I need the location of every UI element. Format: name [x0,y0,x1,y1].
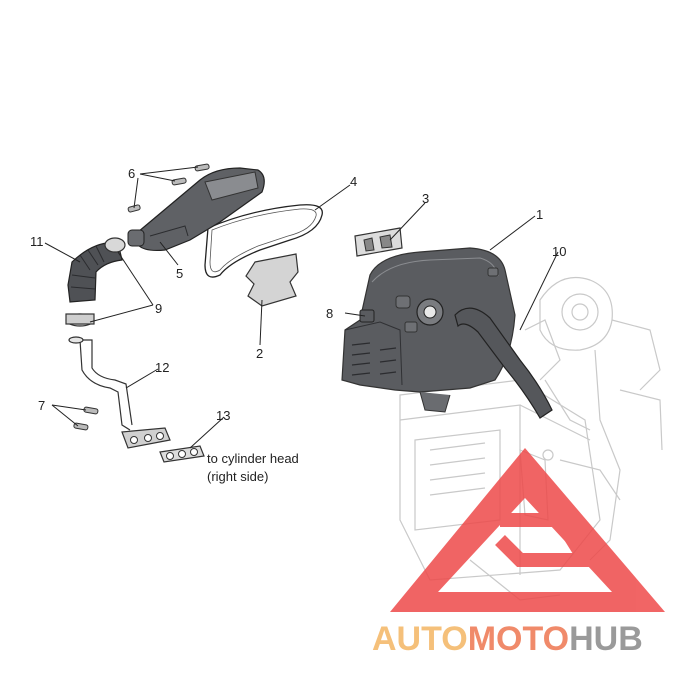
callout-11: 11 [30,234,44,249]
callout-5: 5 [176,266,183,281]
callout-2: 2 [256,346,263,361]
callout-9: 9 [155,301,162,316]
watermark-part-moto: MOTO [468,620,569,658]
callout-numbers: 1 2 3 4 5 6 7 8 9 10 11 12 13 [30,166,566,423]
part-11-elbow-hose [67,242,123,303]
part-6-screws [127,163,210,213]
watermark-part-hub: HUB [569,620,643,658]
part-2-plate [245,253,299,307]
watermark-part-auto: AUTO [372,620,468,658]
callout-3: 3 [422,191,429,206]
part-7-screws [73,406,99,431]
watermark-text: AUTOMOTOHUB [372,620,643,658]
callout-13: 13 [216,408,230,423]
leader-lines [44,166,559,449]
callout-4: 4 [350,174,357,189]
part-13-flange-gasket [121,427,205,463]
part-3-filter [354,227,403,257]
part-8-fitting [359,298,444,326]
callout-1: 1 [536,207,543,222]
callout-6: 6 [128,166,135,181]
callout-7: 7 [38,398,45,413]
note-line-1: to cylinder head [207,451,299,466]
part-10-hose [454,307,553,419]
callout-10: 10 [552,244,566,259]
callout-8: 8 [326,306,333,321]
part-9-clamps [65,237,126,327]
callout-12: 12 [155,360,169,375]
part-12-pipe [68,336,133,431]
part-5-intake-duct [127,167,265,252]
note-line-2: (right side) [207,469,268,484]
watermark-logo [390,448,665,612]
part-4-gasket [204,204,323,278]
